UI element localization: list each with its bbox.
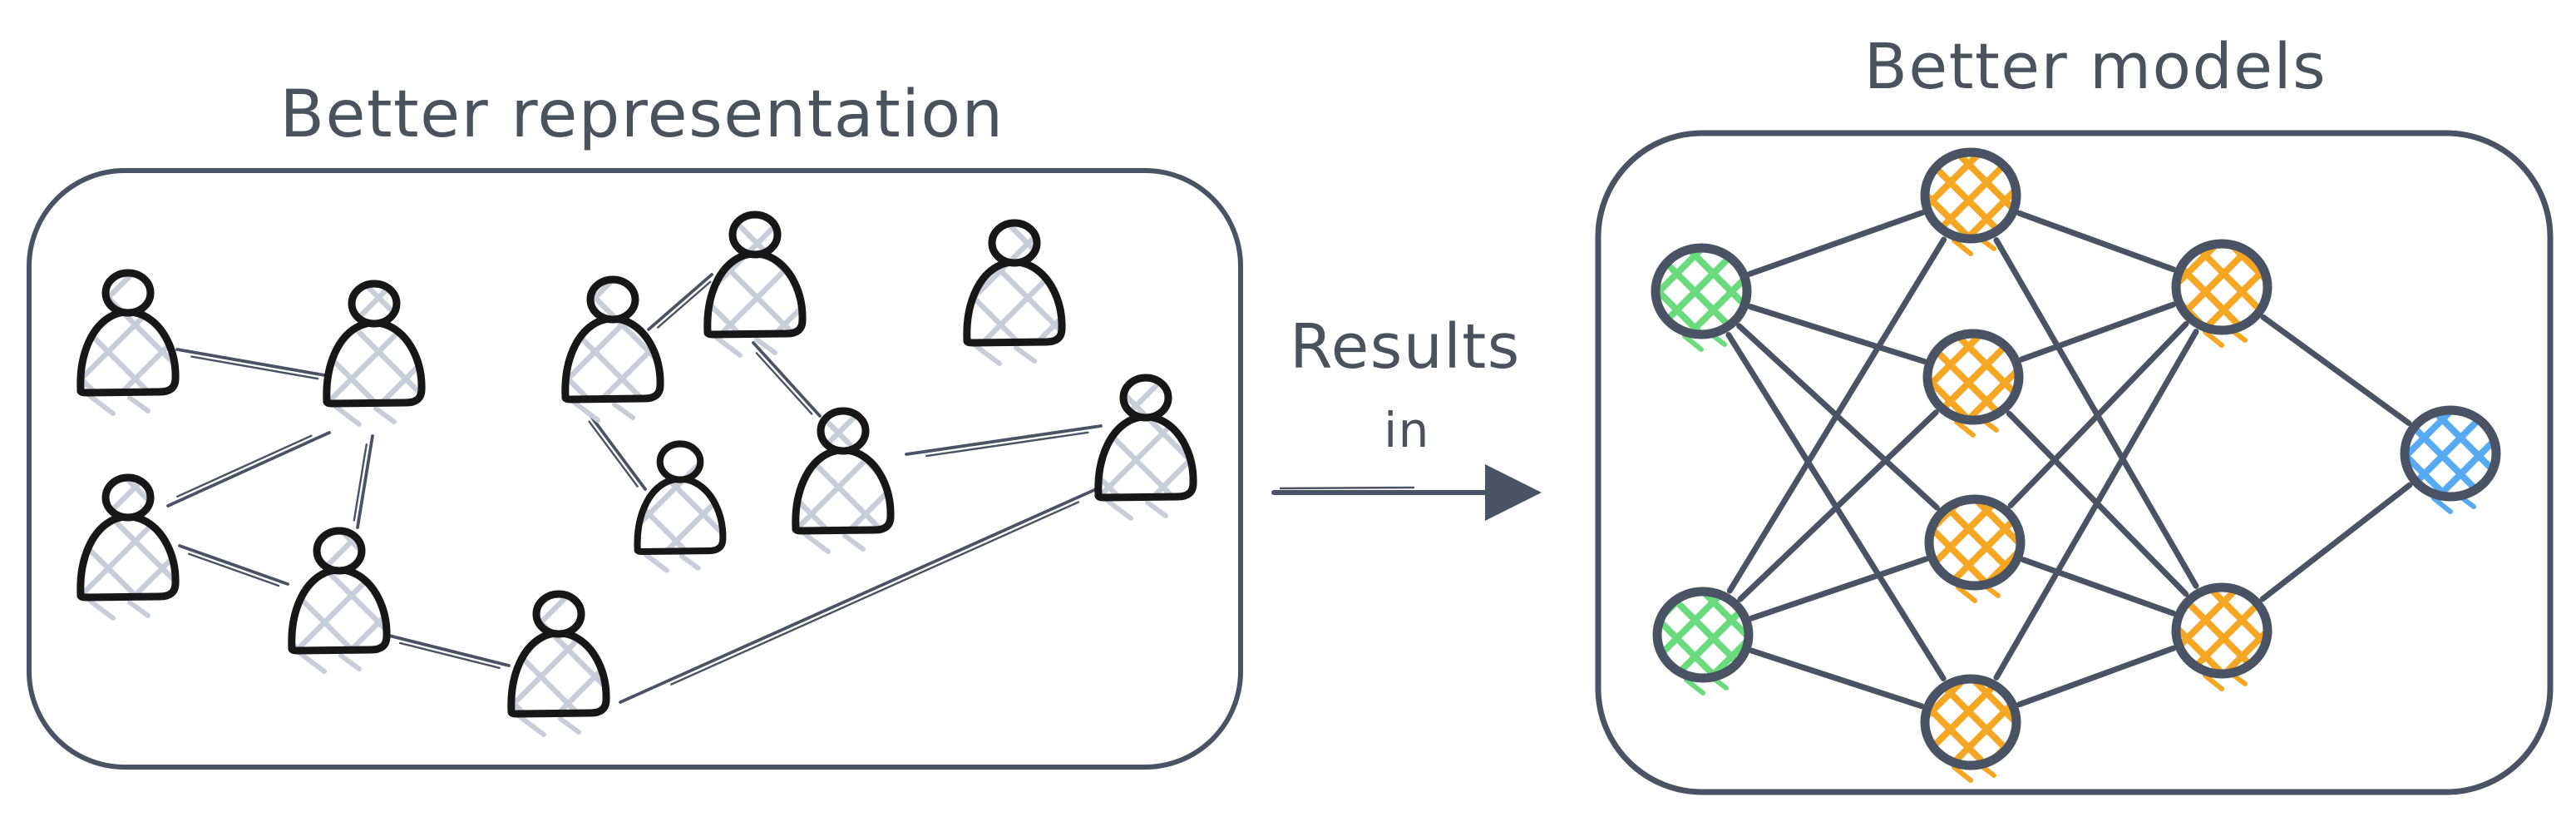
connection-line bbox=[752, 341, 822, 418]
connector-label-line1: Results bbox=[1290, 311, 1521, 383]
network-node-hidden1 bbox=[1922, 329, 2024, 438]
connection-line bbox=[166, 431, 331, 508]
neural-network bbox=[1651, 147, 2501, 783]
representation-title: Better representation bbox=[279, 77, 1004, 152]
network-edge bbox=[2260, 314, 2412, 427]
representation-panel bbox=[27, 168, 1243, 770]
network-node-hidden1 bbox=[1920, 147, 2021, 256]
person-icon bbox=[507, 590, 610, 737]
network-node-hidden2 bbox=[2171, 239, 2273, 348]
person-icon bbox=[1094, 374, 1197, 521]
models-title: Better models bbox=[1864, 29, 2327, 103]
connection-line bbox=[387, 634, 511, 670]
connection-line bbox=[178, 544, 289, 587]
person-icon bbox=[288, 527, 391, 674]
representation-box bbox=[27, 168, 1243, 770]
person-icon bbox=[561, 275, 664, 423]
connection-line bbox=[905, 424, 1103, 458]
person-icon bbox=[76, 473, 180, 621]
network-node-output bbox=[2400, 405, 2501, 514]
models-box bbox=[1595, 130, 2554, 795]
models-panel bbox=[1595, 130, 2554, 795]
connector-label-line2: in bbox=[1384, 402, 1430, 458]
network-edge bbox=[1749, 647, 1925, 710]
connection-line bbox=[175, 348, 331, 380]
person-icon bbox=[634, 440, 727, 573]
network-edge bbox=[1749, 556, 1929, 621]
network-edge bbox=[2007, 321, 2189, 508]
network-node-input bbox=[1652, 587, 1754, 696]
connection-line bbox=[353, 434, 374, 529]
connection-line bbox=[585, 409, 647, 491]
network-node-input bbox=[1651, 243, 1752, 352]
network-edge bbox=[2016, 645, 2177, 708]
person-icon bbox=[792, 407, 895, 554]
person-icon bbox=[703, 210, 807, 358]
network-edge bbox=[2016, 210, 2177, 273]
network-edge bbox=[1746, 210, 1926, 277]
network-edge bbox=[2018, 301, 2177, 363]
network-node-hidden1 bbox=[1920, 674, 2021, 783]
person-icon bbox=[963, 219, 1066, 366]
people-network bbox=[76, 210, 1197, 737]
network-node-hidden1 bbox=[1924, 494, 2026, 603]
arrow-right-icon bbox=[1271, 464, 1542, 521]
connection-line bbox=[647, 273, 713, 331]
network-edge bbox=[1993, 329, 2199, 681]
network-edge bbox=[1747, 304, 1927, 364]
network-edge bbox=[1726, 236, 1947, 594]
connector: Results in bbox=[1271, 311, 1542, 521]
connection-line bbox=[619, 481, 1113, 704]
network-edge bbox=[1737, 409, 1939, 602]
network-edge bbox=[2020, 557, 2177, 616]
person-icon bbox=[323, 280, 426, 427]
network-node-hidden2 bbox=[2171, 582, 2273, 691]
person-icon bbox=[76, 269, 180, 416]
network-edge bbox=[2259, 482, 2413, 602]
